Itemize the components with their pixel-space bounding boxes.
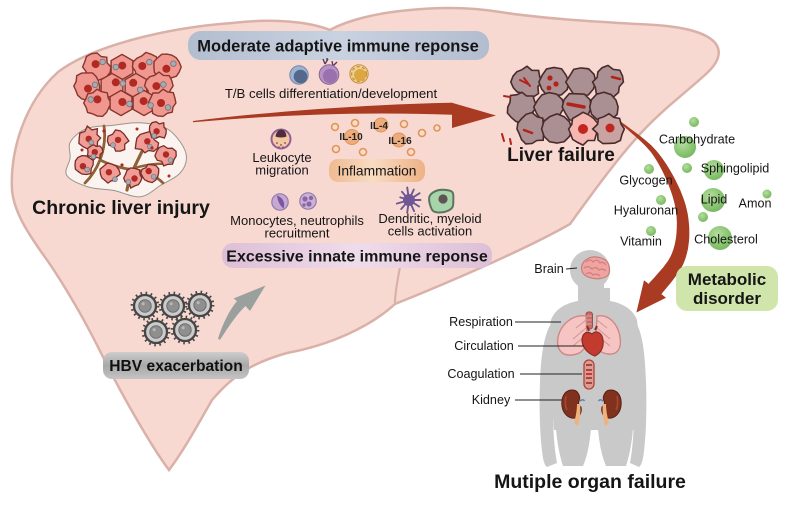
svg-text:Vitamin: Vitamin bbox=[620, 235, 662, 249]
svg-text:disorder: disorder bbox=[693, 289, 761, 308]
svg-text:Chronic liver injury: Chronic liver injury bbox=[32, 197, 210, 219]
svg-text:IL-16: IL-16 bbox=[388, 136, 412, 147]
svg-text:Leukocyte: Leukocyte bbox=[252, 150, 311, 165]
svg-text:HBV exacerbation: HBV exacerbation bbox=[109, 358, 242, 375]
svg-text:Amon: Amon bbox=[739, 197, 772, 211]
svg-text:Kidney: Kidney bbox=[472, 393, 511, 407]
svg-text:IL-10: IL-10 bbox=[339, 132, 363, 143]
svg-text:migration: migration bbox=[255, 163, 308, 178]
svg-text:Inflammation: Inflammation bbox=[338, 164, 417, 179]
svg-text:Carbohydrate: Carbohydrate bbox=[659, 133, 735, 147]
svg-text:Dendritic, myeloid: Dendritic, myeloid bbox=[378, 211, 481, 226]
svg-text:Hyaluronan: Hyaluronan bbox=[614, 204, 678, 218]
svg-text:IL-4: IL-4 bbox=[370, 121, 388, 132]
svg-text:Lipid: Lipid bbox=[701, 193, 728, 207]
svg-text:Mutiple organ failure: Mutiple organ failure bbox=[494, 471, 686, 493]
svg-text:Coagulation: Coagulation bbox=[447, 367, 514, 381]
svg-text:cells activation: cells activation bbox=[388, 224, 473, 239]
svg-text:Sphingolipid: Sphingolipid bbox=[701, 162, 770, 176]
svg-text:Excessive innate immune repons: Excessive innate immune reponse bbox=[226, 249, 488, 266]
svg-text:Glycogen: Glycogen bbox=[619, 174, 672, 188]
svg-text:Circulation: Circulation bbox=[454, 339, 514, 353]
svg-text:T/B cells differentiation/deve: T/B cells differentiation/development bbox=[225, 86, 438, 101]
svg-text:Brain: Brain bbox=[534, 262, 563, 276]
svg-text:recruitment: recruitment bbox=[264, 226, 329, 241]
svg-text:Cholesterol: Cholesterol bbox=[694, 233, 758, 247]
svg-text:Metabolic: Metabolic bbox=[688, 270, 766, 289]
svg-text:Monocytes, neutrophils: Monocytes, neutrophils bbox=[230, 213, 364, 228]
svg-text:Moderate adaptive immune repon: Moderate adaptive immune reponse bbox=[197, 38, 479, 56]
svg-text:Respiration: Respiration bbox=[449, 315, 513, 329]
svg-text:Liver failure: Liver failure bbox=[507, 145, 615, 166]
